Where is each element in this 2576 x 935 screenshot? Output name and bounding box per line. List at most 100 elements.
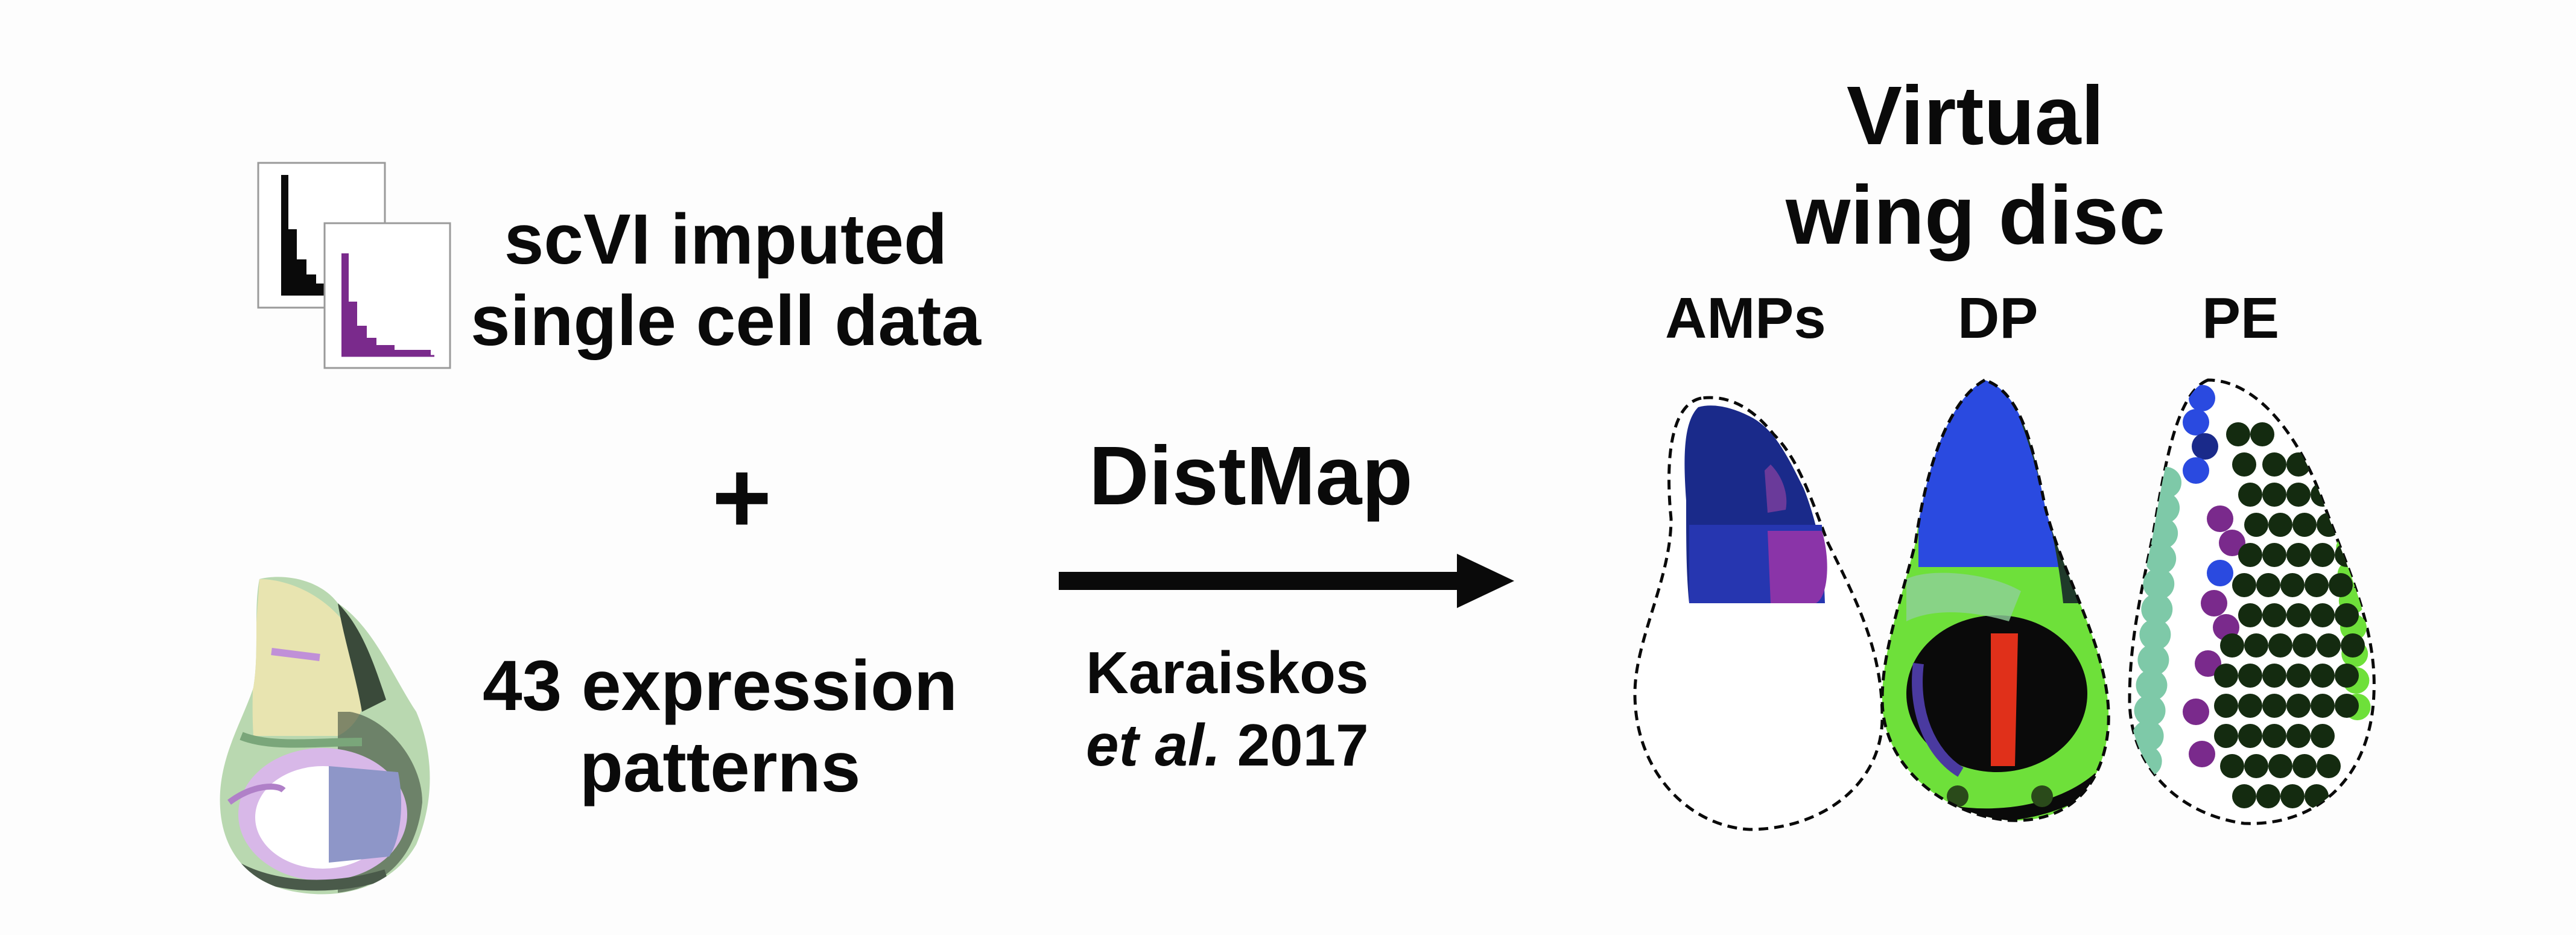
pe-cell [2317, 633, 2341, 658]
pe-cell [2268, 633, 2292, 658]
pe-cell [2256, 573, 2280, 597]
title-line1: Virtual [1846, 69, 2104, 162]
pe-cell [2286, 664, 2311, 688]
pe-cell [2335, 508, 2362, 534]
histogram-icon [257, 162, 451, 369]
pe-cell [2262, 483, 2286, 507]
pe-cell [2189, 741, 2215, 767]
pe-cell [2145, 543, 2177, 574]
pe-cell [2292, 513, 2317, 537]
input-data-label: scVI imputed single cell data [471, 199, 981, 362]
pe-disc [2128, 378, 2376, 825]
virtual-wing-disc-title: Virtual wing disc [1786, 66, 2165, 265]
pe-cell [2329, 573, 2353, 597]
pe-cell [2311, 664, 2335, 688]
pe-cell [2244, 754, 2268, 778]
pe-cell [2207, 506, 2233, 532]
citation-year: 2017 [1237, 712, 1369, 778]
pe-cell [2262, 664, 2286, 688]
pe-cell [2226, 422, 2250, 446]
pe-cell [2244, 633, 2268, 658]
pe-cell [2238, 603, 2262, 627]
pe-cell [2311, 694, 2335, 718]
pe-cell [2335, 694, 2359, 718]
pe-cell [2292, 754, 2317, 778]
pe-cell [2195, 650, 2221, 677]
pe-cell [2335, 543, 2359, 567]
pe-cell [2139, 619, 2171, 650]
pe-cell [2183, 699, 2209, 725]
citation-etal: et al. [1086, 712, 1221, 778]
pe-cell [2262, 452, 2286, 477]
column-label-dp: DP [1958, 286, 2038, 350]
pe-cell [2143, 568, 2175, 600]
pe-cell [2311, 603, 2335, 627]
pe-cell [2268, 513, 2292, 537]
pe-cell [2134, 695, 2166, 726]
pe-cell [2141, 594, 2173, 625]
pe-cell [2214, 664, 2238, 688]
pe-cell [2262, 694, 2286, 718]
expression-patterns-line2: patterns [579, 727, 861, 807]
pe-cell [2311, 483, 2335, 507]
pe-cell [2192, 433, 2218, 460]
pe-cell [2286, 543, 2311, 567]
pe-cell [2262, 543, 2286, 567]
pe-cell [2250, 422, 2274, 446]
pe-cell [2286, 483, 2311, 507]
pe-cell [2256, 784, 2280, 808]
pe-cell [2238, 543, 2262, 567]
input-data-label-line2: single cell data [471, 281, 981, 361]
arrow-icon [1059, 554, 1514, 608]
pe-cell [2220, 754, 2244, 778]
pe-cell [2238, 724, 2262, 748]
amps-disc [1633, 396, 1884, 831]
pe-cell [2189, 385, 2215, 411]
pe-cell [2280, 573, 2305, 597]
pe-cell [2219, 530, 2245, 556]
pe-cell [2130, 746, 2162, 777]
citation-author: Karaiskos [1086, 639, 1369, 706]
input-data-label-line1: scVI imputed [504, 200, 948, 279]
pe-cell [2201, 590, 2227, 616]
pe-cell [2341, 633, 2365, 658]
pe-cell [2238, 483, 2262, 507]
pe-cell [2137, 644, 2169, 676]
pe-cell [2280, 784, 2305, 808]
title-line2: wing disc [1786, 169, 2165, 262]
pe-cell [2238, 664, 2262, 688]
pe-cell [2232, 784, 2256, 808]
pe-cell [2214, 694, 2238, 718]
pe-cell [2311, 543, 2335, 567]
dp-disc [1880, 378, 2110, 822]
pe-cell [2183, 409, 2209, 436]
pe-cell [2220, 633, 2244, 658]
pe-cell [2335, 664, 2359, 688]
pe-cell [2286, 724, 2311, 748]
pe-cell [2238, 694, 2262, 718]
wing-disc-patterns-icon [220, 577, 430, 895]
pe-cell [2333, 481, 2360, 508]
pe-cell [2232, 573, 2256, 597]
pe-cell [2214, 724, 2238, 748]
pe-cell [2207, 560, 2233, 586]
pe-cell [2292, 633, 2317, 658]
pe-cell [2232, 452, 2256, 477]
pe-cell [2286, 452, 2311, 477]
pe-cell [2317, 754, 2341, 778]
citation: Karaiskos et al. 2017 [1086, 636, 1369, 781]
pe-cell [2286, 603, 2311, 627]
pe-cell [2305, 573, 2329, 597]
pe-cell [2262, 724, 2286, 748]
column-label-amps: AMPs [1665, 286, 1826, 350]
citation-line2: et al. 2017 [1086, 709, 1369, 781]
expression-patterns-label: 43 expression patterns [483, 645, 957, 808]
pe-cell [2305, 784, 2329, 808]
pe-cell [2132, 720, 2164, 752]
plus-sign: + [712, 440, 772, 555]
pe-cell [2335, 603, 2359, 627]
column-label-pe: PE [2202, 286, 2280, 350]
pe-cell [2136, 670, 2168, 701]
pe-cell [2244, 513, 2268, 537]
